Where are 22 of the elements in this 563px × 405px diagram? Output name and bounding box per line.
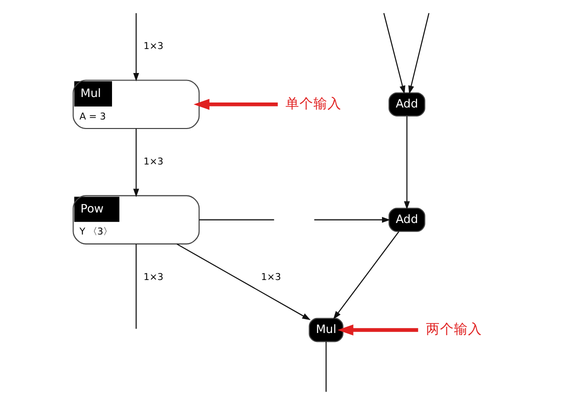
connector: [326, 342, 327, 392]
edge-label: 1×3: [261, 272, 281, 283]
arrow: [176, 244, 311, 320]
node-box: Add: [388, 92, 426, 116]
edge-label: 1×3: [144, 156, 164, 168]
node-text: 两个输入: [426, 322, 482, 338]
node-box: Mul: [308, 318, 344, 342]
arrow: [314, 216, 390, 223]
node-box: Add: [388, 208, 426, 232]
arrow: [333, 231, 400, 320]
node-text: 单个输入: [286, 96, 342, 112]
arrow: [408, 13, 430, 94]
arrow: [194, 98, 278, 110]
arrow: [338, 324, 418, 336]
connector: [136, 244, 137, 329]
edge-label: 1×3: [144, 272, 164, 283]
arrow: [133, 128, 140, 198]
arrow: [383, 13, 406, 94]
edge-label: 1×3: [144, 40, 164, 52]
arrow: [404, 116, 410, 210]
connector: [199, 219, 274, 220]
arrow: [133, 13, 140, 82]
